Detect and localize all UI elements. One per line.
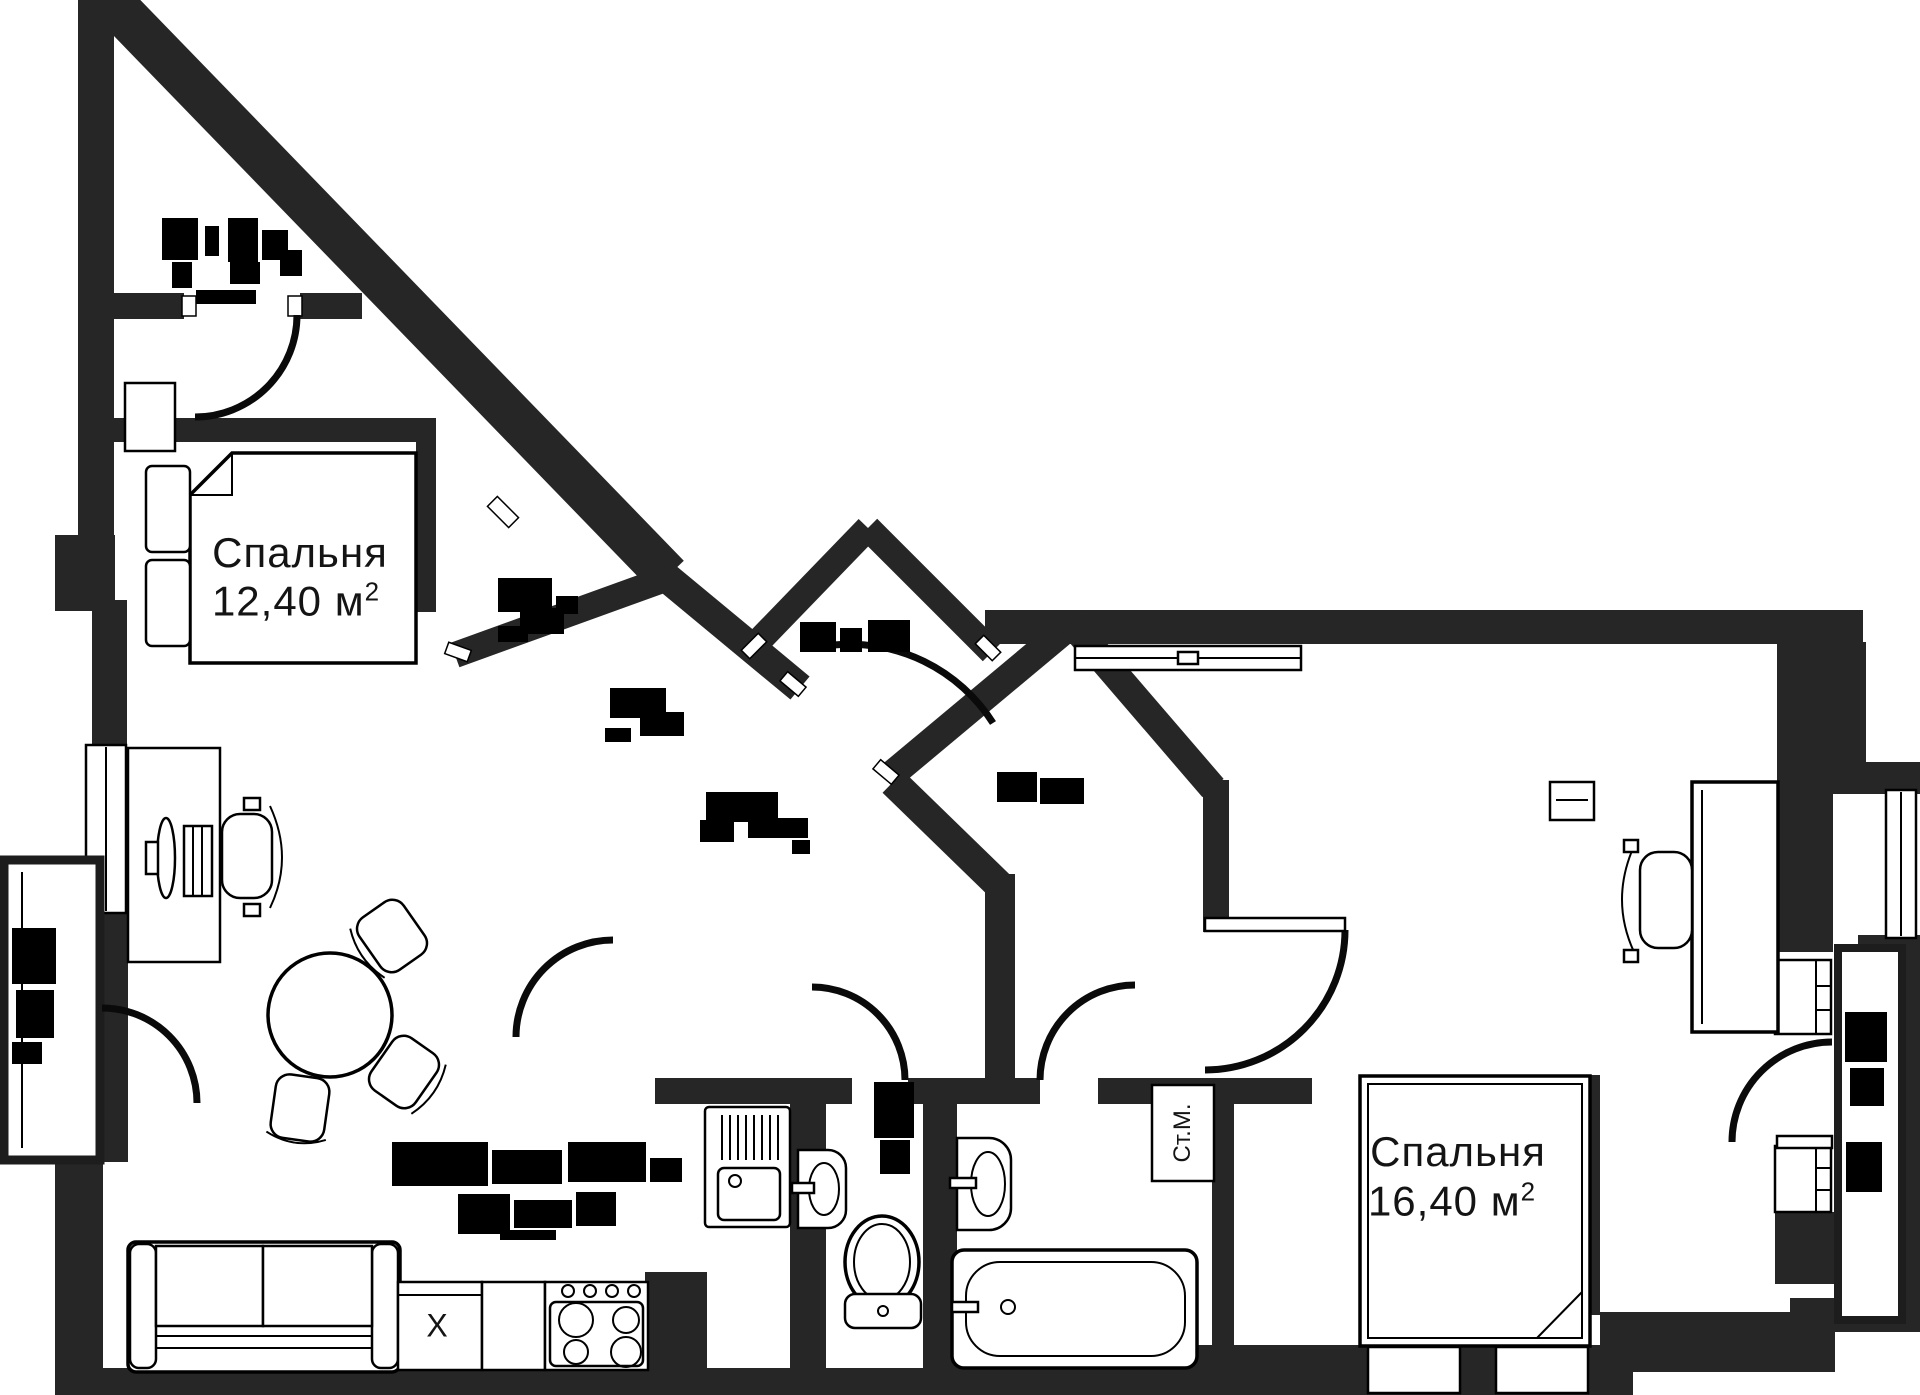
bedroom-right-door-leaf	[1203, 916, 1347, 933]
glitch-label-loggia	[12, 928, 56, 1064]
glitch-label-kitchen	[392, 1142, 682, 1240]
balcony-window-unit-lower	[1773, 1144, 1833, 1214]
bedroom-right-area: 16,40 м2	[1368, 1177, 1536, 1226]
diagonal-walls	[84, 0, 1224, 897]
bathtub	[950, 1248, 1199, 1370]
bedroom-right-area-value: 16,40 м	[1367, 1177, 1521, 1225]
bathroom-door-arc	[1036, 981, 1136, 1081]
glitch-label-balcony	[1845, 1012, 1887, 1192]
bed-right	[1358, 1074, 1592, 1348]
monitor-stand	[144, 840, 160, 876]
kitchen-door-arc	[512, 936, 614, 1038]
keyboard-icon	[182, 824, 214, 898]
balcony-window-unit-upper	[1773, 958, 1833, 1036]
bedroom-right-name: Спальня	[1370, 1128, 1546, 1175]
balcony-door-leaf	[1775, 1134, 1834, 1150]
chair	[355, 898, 429, 974]
chair	[367, 1034, 441, 1110]
pillow	[144, 558, 192, 648]
glitch-label-hall-1	[498, 578, 578, 642]
drainer-lines	[721, 1115, 779, 1160]
glitch-label-niche	[800, 620, 1084, 804]
bathroom-fixtures	[948, 1083, 1216, 1370]
wc-fixtures	[790, 1148, 923, 1330]
office-chair	[220, 812, 274, 900]
entry-door-arc	[194, 314, 301, 421]
counter	[480, 1280, 547, 1372]
bedroom-left-area-sup: 2	[364, 576, 381, 607]
bathroom-sink-tap	[948, 1176, 978, 1190]
loggia-door-arc	[101, 1004, 201, 1104]
dishwasher-mark: X	[426, 1307, 448, 1344]
bedroom-right-door-arc	[1204, 929, 1349, 1074]
bedroom-left-area-value: 12,40 м	[211, 577, 365, 625]
desk-chair	[1638, 850, 1694, 950]
door-arcs	[101, 314, 1834, 1150]
bedroom-left-area: 12,40 м2	[212, 577, 380, 626]
balcony-door-arc	[1728, 1038, 1833, 1143]
glitch-artifact-wc	[874, 1082, 914, 1174]
door-jambs	[181, 295, 1002, 786]
monitor-icon	[155, 816, 177, 900]
glitch-label-storeroom	[162, 218, 302, 304]
bedroom-left-furniture	[123, 381, 447, 1145]
wc-sink-tap	[790, 1181, 816, 1195]
balcony-right	[1834, 944, 1906, 1324]
kitchen-living-furniture	[126, 1105, 792, 1374]
nightstand	[1366, 1345, 1462, 1395]
round-table	[266, 951, 394, 1079]
nightstand	[1494, 1345, 1590, 1395]
dishwasher-cabinet	[396, 1280, 484, 1372]
washing-machine	[1150, 1083, 1216, 1183]
bathroom-sink	[955, 1136, 1013, 1232]
glitch-label-hall-2	[605, 688, 684, 742]
bedroom-left-name: Спальня	[212, 529, 388, 576]
bathtub-tap	[950, 1300, 980, 1314]
bedroom-right-area-sup: 2	[1520, 1176, 1537, 1207]
toilet-tank	[843, 1292, 923, 1330]
glitch-label-hall-3	[700, 792, 810, 854]
closet	[123, 381, 177, 453]
desk-right	[1690, 780, 1780, 1034]
glitch-text-artifacts	[12, 218, 1887, 1240]
washing-machine-label: Ст.М.	[1169, 1103, 1196, 1163]
chair	[269, 1073, 331, 1143]
bedroom-right-furniture	[1073, 644, 1780, 1395]
pillow	[144, 464, 192, 554]
wc-door-arc	[811, 983, 909, 1081]
kitchen-sink-bowl	[716, 1166, 782, 1222]
